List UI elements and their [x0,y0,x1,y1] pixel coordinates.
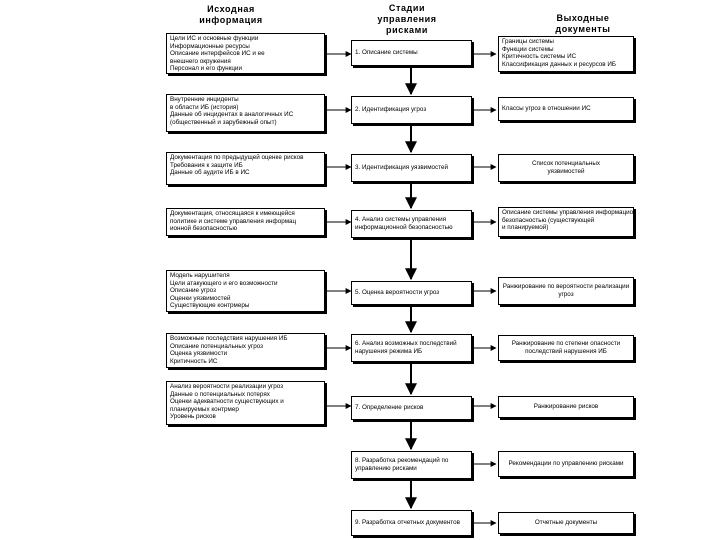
output-text: Границы системы [502,38,554,45]
stage-box: 5. Оценка вероятности угроз [351,281,472,305]
output-text: Ранжирование по вероятности реализации [502,283,630,291]
outputs-header: Выходные документы [543,13,623,35]
input-box: Документация по предыдущей оценке рисков… [166,152,325,185]
input-text: Документация, относящаяся к имеющейся [170,210,295,217]
input-text: ионной безопасностью [170,225,238,233]
output-box: Ранжирование по вероятности реализации у… [498,277,634,305]
stage-box: 8. Разработка рекомендаций по управлению… [351,451,472,479]
input-box: Модель нарушителя Цели атакующего и его … [166,270,325,312]
input-text: Оценки адекватности существующих и [170,398,284,406]
stages-header-line: Стадии [388,3,426,13]
input-text: Внутренние инциденты [170,96,239,103]
output-arrows [474,51,497,526]
input-text: Модель нарушителя [170,272,230,279]
output-text: и планируемой) [502,224,549,232]
stage-box: 1. Описание системы [351,40,472,66]
stage-box: 2. Идентификация угроз [351,96,472,124]
stage-label: 1. Описание системы [355,49,418,57]
input-text: Документация по предыдущей оценке рисков [170,154,304,161]
output-text: Классификация данных и ресурсов ИБ [502,60,617,68]
outputs-header-line: документы [555,24,611,34]
input-text: Анализ вероятности реализации угроз [170,383,284,390]
stage-box: 9. Разработка отчетных документов [351,510,472,536]
output-text: Классы угроз в отношении ИС [502,105,591,113]
input-box: Анализ вероятности реализации угроз Данн… [166,381,325,425]
stage-box: 7. Определение рисков [351,396,472,420]
stage-label: 6. Анализ возможных последствий нарушени… [355,340,457,355]
input-text: Цели атакующего и его возможности [170,279,278,287]
stages-header-line: управления [377,14,437,24]
input-arrows [327,51,352,409]
input-text: планируемых контрмер [170,405,239,413]
output-box: Отчетные документы [498,512,634,534]
input-text: политике и системе управления информац [170,217,297,225]
input-text: Данные о потенциальных потерях [170,390,270,398]
output-text: Отчетные документы [534,519,598,527]
output-text: уязвимостей [547,168,585,175]
outputs-header-line: Выходные [556,13,610,23]
input-text: Персонал и его функции [170,65,242,73]
input-text: Оценка уязвимости [170,350,228,358]
input-text: Возможные последствия нарушения ИБ [170,335,288,342]
output-text: Ранжирование рисков [533,403,599,411]
output-box: Список потенциальных уязвимостей [498,154,634,182]
stage-box: 6. Анализ возможных последствий нарушени… [351,334,472,362]
input-text: Данные об аудите ИБ в ИС [170,169,250,177]
output-text: Список потенциальных [532,160,600,168]
input-box: Документация, относящаяся к имеющейся по… [166,208,325,236]
input-text: в области ИБ (история) [170,103,239,111]
stage-box: 3. Идентификация уязвимостей [351,154,472,182]
input-text: Описание потенциальных угроз [170,342,264,350]
input-box: Возможные последствия нарушения ИБ Описа… [166,333,325,368]
output-box: Ранжирование рисков [498,396,634,418]
input-text: Уровень рисков [170,413,216,421]
output-text: Критичность системы ИС [502,53,577,61]
output-box: Классы угроз в отношении ИС [498,97,634,121]
input-text: Информационные ресурсы [170,42,250,50]
input-box: Цели ИС и основные функции Информационны… [166,33,325,74]
input-text: Цели ИС и основные функции [170,35,259,42]
input-text: Описание угроз [170,287,216,295]
input-text: Описание интерфейсов ИС и ее [170,50,265,58]
stage-label: 3. Идентификация уязвимостей [355,164,449,172]
input-text: Требования к защите ИБ [170,161,243,169]
output-text: Рекомендации по управлению рисками [508,460,624,468]
input-text: (общественный и зарубежный опыт) [170,118,277,126]
stage-label: 8. Разработка рекомендаций по управлению… [355,457,449,472]
stages-header: Стадии управления рисками [367,3,447,36]
output-text: Описание системы управления информационн… [502,209,634,216]
stage-label: 2. Идентификация угроз [355,106,427,114]
input-text: Данные об инцидентах в аналогичных ИС [170,111,294,119]
stages-header-line: рисками [386,25,428,35]
input-text: внешнего окружения [170,57,231,65]
output-text: безопасностью (существующей [502,216,595,224]
output-text: последствий нарушения ИБ [525,348,607,355]
output-text: Ранжирование по степени опасности [511,340,621,348]
stage-label: 7. Определение рисков [355,404,424,412]
output-box: Границы системы Функции системы Критично… [498,36,634,72]
output-box: Рекомендации по управлению рисками [498,451,634,477]
output-box: Ранжирование по степени опасности послед… [498,335,634,361]
stage-label: 9. Разработка отчетных документов [355,519,460,527]
input-text: Существующие контрмеры [170,302,250,310]
output-box: Описание системы управления информационн… [498,207,634,237]
input-box: Внутренние инциденты в области ИБ (истор… [166,94,325,132]
stage-box: 4. Анализ системы управления информацион… [351,210,472,238]
output-text: Функции системы [502,45,554,53]
inputs-header-line: Исходная [207,4,255,14]
input-text: Критичность ИС [170,357,218,365]
stage-label: 4. Анализ системы управления информацион… [355,216,453,231]
inputs-header: Исходная информация [186,4,276,26]
stage-label: 5. Оценка вероятности угроз [355,289,440,297]
input-text: Оценки уязвимостей [170,294,231,302]
output-text: угроз [558,291,574,298]
inputs-header-line: информация [199,15,263,25]
